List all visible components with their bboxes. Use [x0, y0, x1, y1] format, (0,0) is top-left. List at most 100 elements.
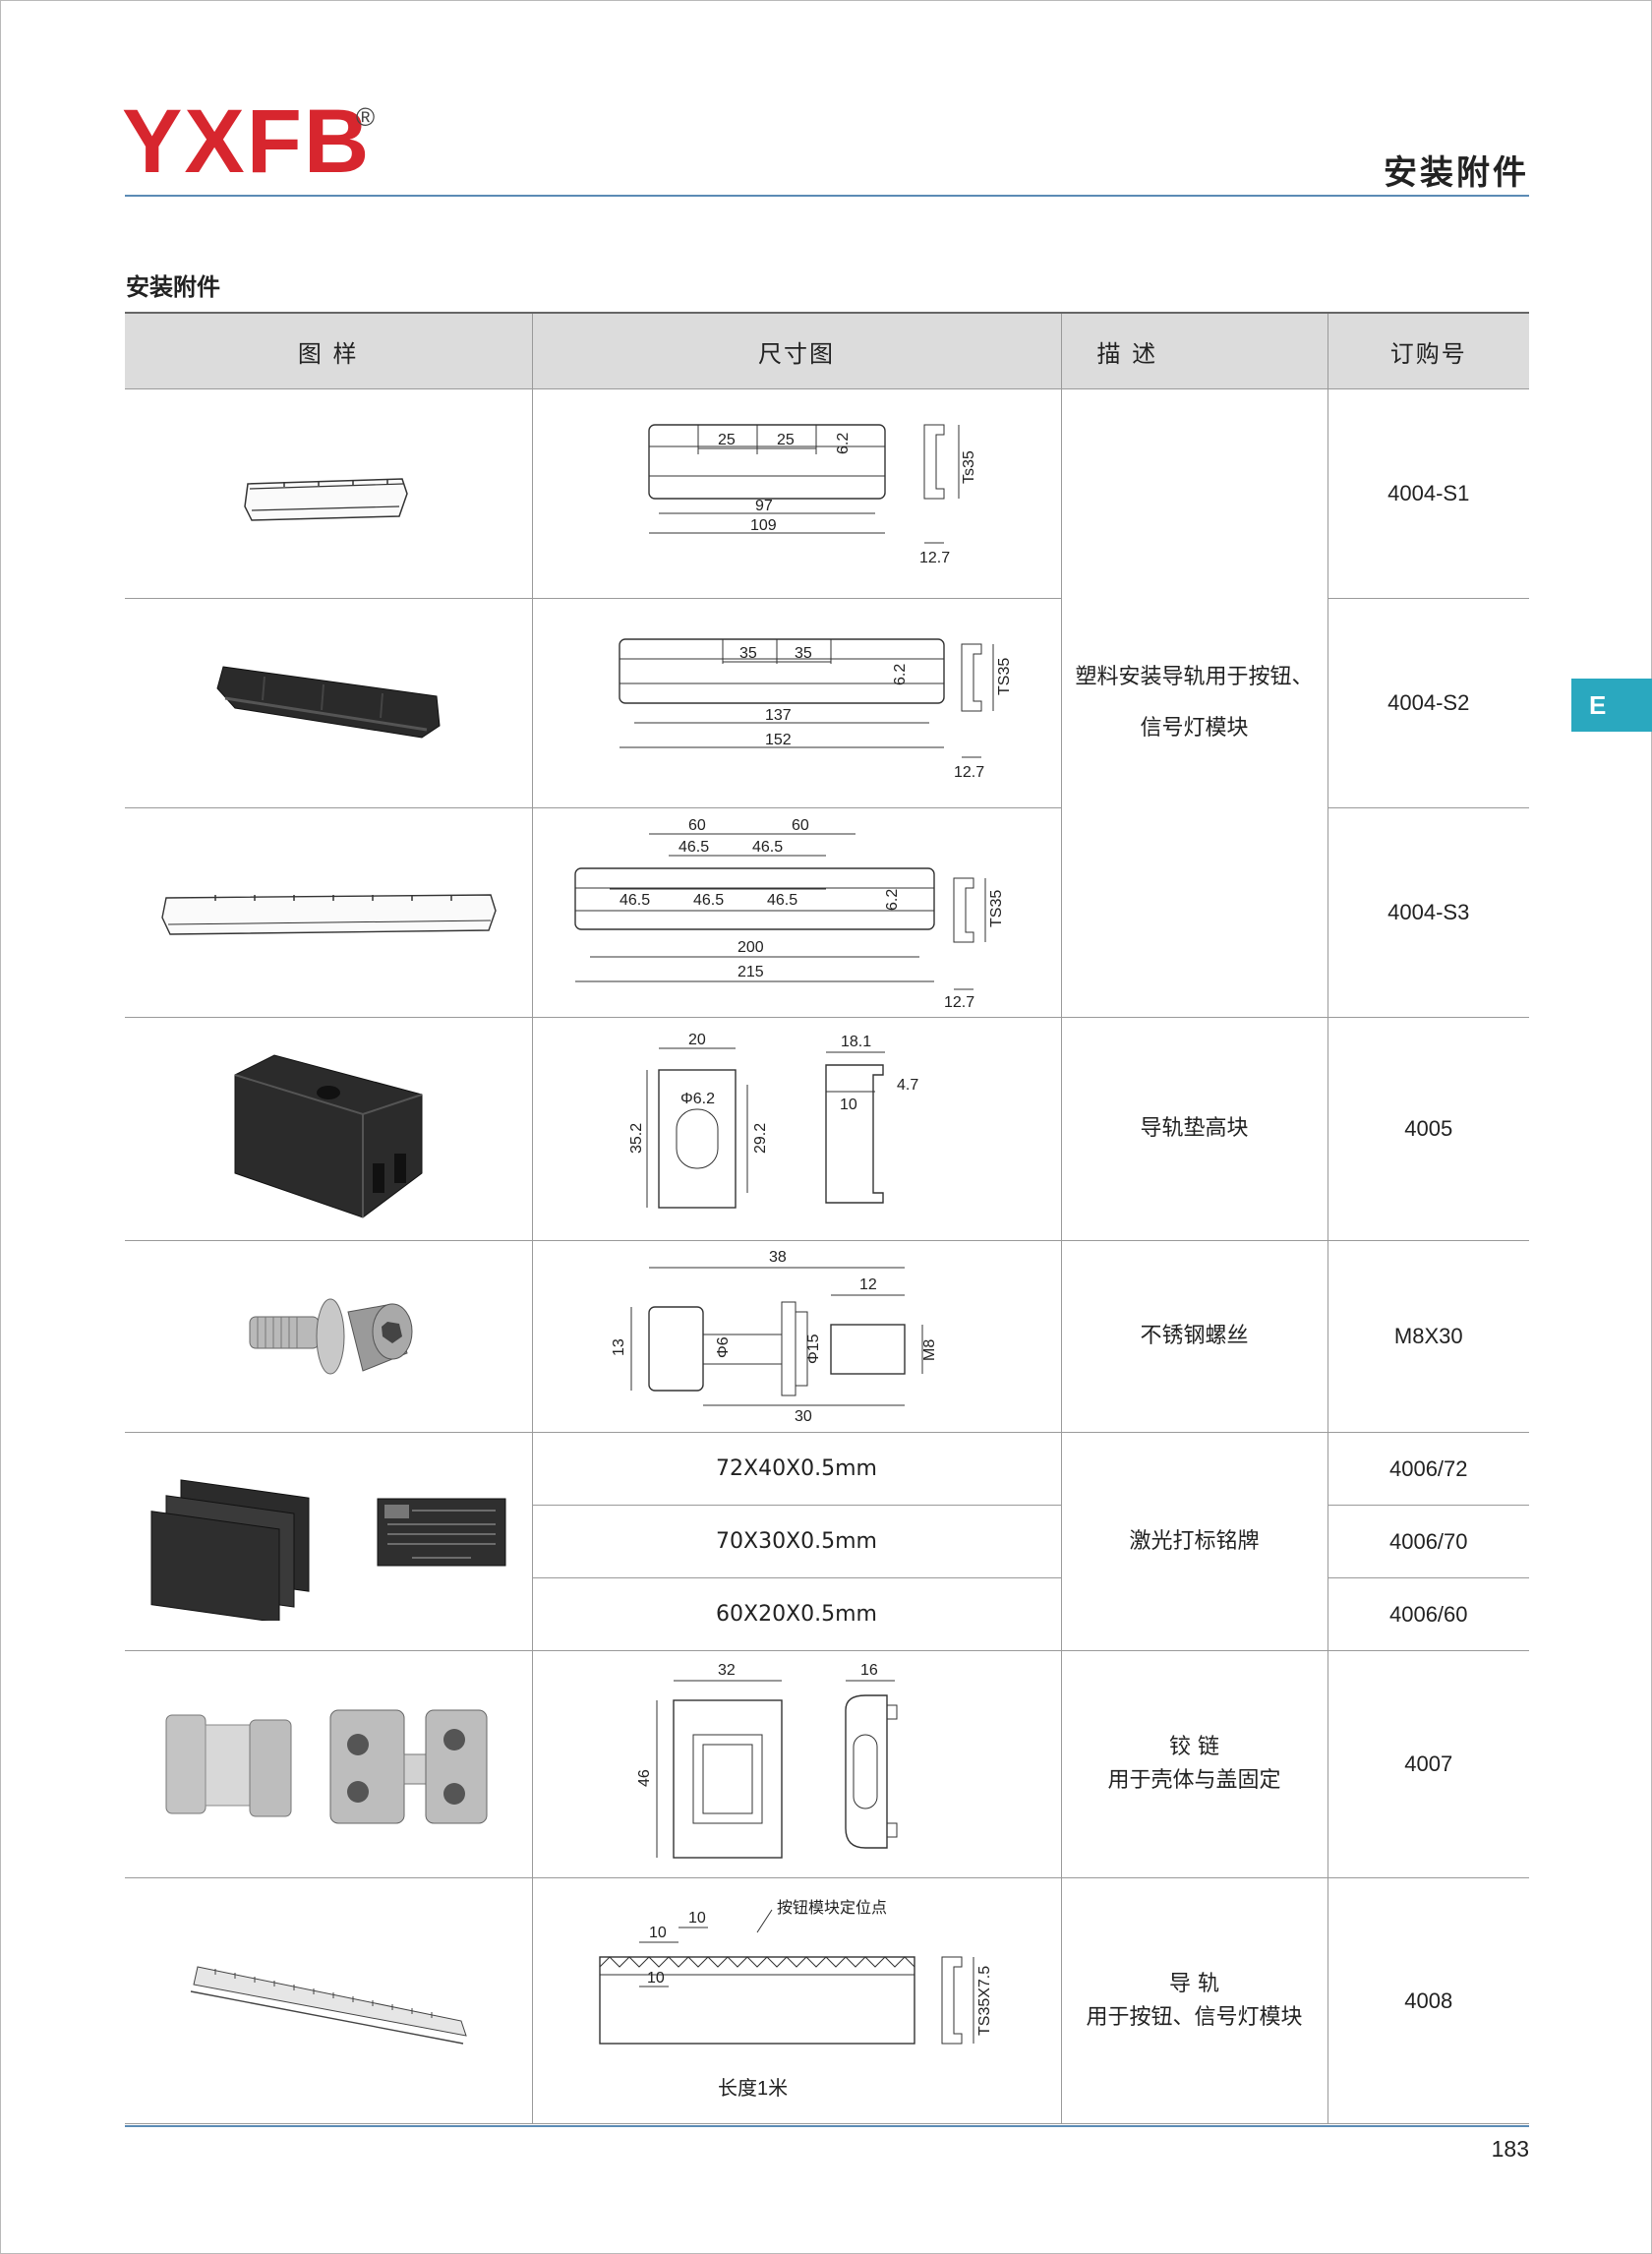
dim-pad-hole: Φ6.2 — [680, 1091, 715, 1107]
size-cell: 72X40X0.5mm — [531, 1432, 1062, 1506]
dim-s2-outer: 152 — [765, 732, 792, 748]
dim-rail-ts: TS35X7.5 — [976, 1965, 993, 2035]
order-code-cell: 4008 — [1327, 1877, 1529, 2124]
dim-rail-length: 长度1米 — [718, 2077, 788, 2100]
dim-pad-h-inner: 29.2 — [752, 1123, 769, 1154]
product-image-cell — [125, 598, 533, 808]
dim-s3-q2: 46.5 — [752, 839, 783, 856]
table-row: 32 46 16 铰 链 用于壳体与盖固定 4007 — [125, 1650, 1529, 1878]
product-image-cell — [125, 807, 533, 1018]
dimension-drawing-4004-S3: 60 60 46.5 46.5 46.5 46.5 46.5 6.2 200 2… — [574, 817, 1005, 1011]
stainless-screw-image — [249, 1298, 413, 1375]
dimension-cell: 35 35 6.2 137 152 TS35 12.7 — [531, 598, 1062, 808]
dim-rail-p1: 10 — [649, 1925, 667, 1941]
dim-s3-outer: 215 — [738, 964, 764, 980]
dim-s3-r1: 46.5 — [620, 892, 650, 909]
dimension-cell: 60 60 46.5 46.5 46.5 46.5 46.5 6.2 200 2… — [531, 807, 1062, 1018]
rail-desc-line1: 塑料安装导轨用于按钮、 — [1075, 665, 1314, 689]
dim-hinge-side: 16 — [860, 1662, 878, 1679]
product-image-cell — [125, 1432, 533, 1651]
dim-s1-ts: Ts35 — [961, 450, 977, 484]
dimension-drawing-4008: 10 10 按钮模块定位点 10 TS35X7.5 长度1米 — [599, 1899, 993, 2100]
dim-rail-p3: 10 — [647, 1970, 665, 1987]
dim-screw-len: 38 — [769, 1249, 787, 1266]
dimension-cell: 20 Φ6.2 35.2 29.2 18.1 10 4.7 — [531, 1017, 1062, 1241]
dim-hinge-h: 46 — [636, 1769, 653, 1787]
order-code-cell: M8X30 — [1327, 1240, 1529, 1433]
description-cell: 导轨垫高块 — [1060, 1017, 1328, 1241]
table-row: 35 35 6.2 137 152 TS35 12.7 4004-S2 — [125, 598, 1529, 808]
order-code-cell: 4006/60 — [1327, 1577, 1529, 1651]
brand-logo: YXFB — [122, 91, 372, 192]
page-number: 183 — [1491, 2136, 1529, 2162]
dim-pad-side-w: 18.1 — [841, 1034, 871, 1050]
table-row: 25 25 6.2 97 109 Ts35 12.7 塑料安装导轨用于按钮、 信… — [125, 388, 1529, 1018]
plastic-rail-long-image — [161, 894, 497, 935]
table-row: 20 Φ6.2 35.2 29.2 18.1 10 4.7 导轨垫高块 — [125, 1017, 1529, 1241]
product-image-cell — [125, 1017, 533, 1241]
dim-rail-p2: 10 — [688, 1910, 706, 1927]
col-header-image: 图 样 — [125, 312, 533, 389]
section-title: 安装附件 — [126, 273, 220, 301]
dim-s3-p2: 60 — [792, 817, 809, 834]
description-cell: 不锈钢螺丝 — [1060, 1240, 1328, 1433]
dim-screw-washer: Φ15 — [805, 1334, 822, 1364]
dimension-drawing-4004-S2: 35 35 6.2 137 152 TS35 12.7 — [619, 638, 1013, 781]
order-code-cell: 4004-S1 — [1327, 388, 1529, 599]
dim-s3-inner: 200 — [738, 939, 764, 956]
hinge-image — [165, 1709, 488, 1824]
hinge-desc-line2: 用于壳体与盖固定 — [1107, 1768, 1281, 1793]
col-header-description: 描 述 — [1060, 312, 1328, 389]
dim-s3-r3: 46.5 — [767, 892, 797, 909]
rail-4008-desc-line2: 用于按钮、信号灯模块 — [1086, 2004, 1303, 2030]
dim-s2-inner: 137 — [765, 707, 792, 724]
dim-rail-marker: 按钮模块定位点 — [777, 1899, 887, 1917]
dim-s2-a: 35 — [739, 645, 757, 662]
product-image-cell — [125, 1877, 533, 2124]
rail-desc-line2: 信号灯模块 — [1140, 716, 1249, 741]
rail-4008-desc-line1: 导 轨 — [1169, 1971, 1219, 1996]
order-code-cell: 4006/72 — [1327, 1432, 1529, 1506]
dimension-cell: 32 46 16 — [531, 1650, 1062, 1878]
dim-s2-ts: TS35 — [996, 658, 1013, 695]
dim-hinge-w: 32 — [718, 1662, 736, 1679]
dim-s1-inner: 97 — [755, 498, 773, 514]
table-row: 60 60 46.5 46.5 46.5 46.5 46.5 6.2 200 2… — [125, 807, 1529, 1018]
dim-s3-p1: 60 — [688, 817, 706, 834]
description-cell: 激光打标铭牌 — [1060, 1432, 1328, 1651]
dimension-cell: 10 10 按钮模块定位点 10 TS35X7.5 长度1米 — [531, 1877, 1062, 2124]
header-divider — [125, 195, 1529, 197]
dim-s1-w: 12.7 — [919, 550, 950, 566]
col-header-order-code: 订购号 — [1327, 312, 1529, 389]
order-code-cell: 4005 — [1327, 1017, 1529, 1241]
dim-s2-h: 6.2 — [892, 664, 909, 685]
dimension-drawing-4004-S1: 25 25 6.2 97 109 Ts35 12.7 — [648, 424, 977, 566]
registered-mark: ® — [356, 102, 376, 132]
chapter-tab[interactable]: E — [1571, 679, 1652, 732]
dim-s3-r2: 46.5 — [693, 892, 724, 909]
dim-pad-side-b: 4.7 — [897, 1077, 918, 1094]
dimension-drawing-4005: 20 Φ6.2 35.2 29.2 18.1 10 4.7 — [628, 1032, 918, 1209]
size-cell: 70X30X0.5mm — [532, 1505, 1062, 1578]
rail-pad-block-image — [234, 1054, 423, 1218]
table-header-row: 图 样 尺寸图 描 述 订购号 — [125, 312, 1529, 389]
dim-pad-side-a: 10 — [840, 1097, 857, 1113]
footer-divider — [125, 2125, 1529, 2127]
dim-s3-w: 12.7 — [944, 994, 974, 1011]
product-image-cell — [125, 1650, 533, 1878]
dimension-drawing-M8X30: 38 12 13 Φ6 Φ15 M8 30 — [611, 1249, 938, 1425]
dim-s3-ts: TS35 — [988, 890, 1005, 927]
plastic-rail-black-image — [216, 666, 441, 739]
col-header-dimension: 尺寸图 — [531, 312, 1062, 389]
order-code-cell: 4004-S3 — [1327, 807, 1529, 1018]
table-row: 60X20X0.5mm 4006/60 — [125, 1577, 1529, 1651]
order-code-cell: 4007 — [1327, 1650, 1529, 1878]
dim-s2-b: 35 — [795, 645, 812, 662]
table-row: 72X40X0.5mm 激光打标铭牌 4006/72 — [125, 1432, 1529, 1651]
dim-s1-a: 25 — [718, 432, 736, 448]
dim-screw-thread: 12 — [859, 1276, 877, 1293]
product-image-cell — [125, 1240, 533, 1433]
dimension-drawing-4007: 32 46 16 — [636, 1662, 898, 1859]
dimension-cell: 38 12 13 Φ6 Φ15 M8 30 — [531, 1240, 1062, 1433]
plastic-rail-short-image — [243, 478, 408, 521]
